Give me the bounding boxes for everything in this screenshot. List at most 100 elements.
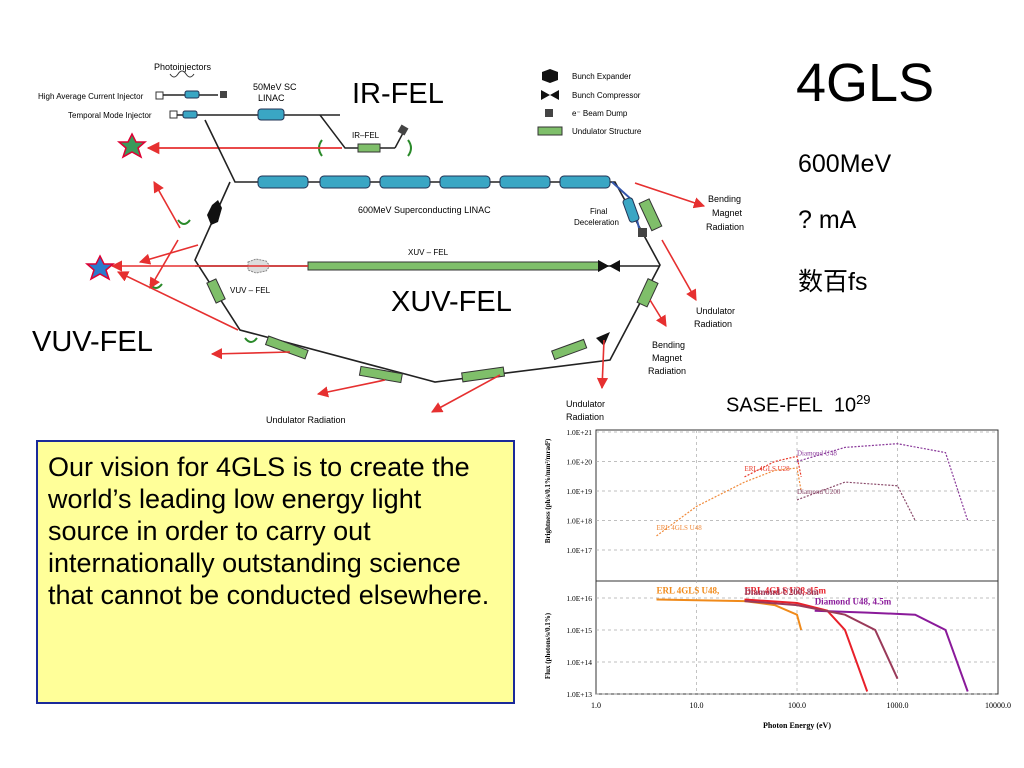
flux-panel: 1.0E+16 1.0E+15 1.0E+14 1.0E+13 Flux (photon… (544, 585, 998, 699)
sc-linac-label-1: 50MeV SC (253, 82, 297, 92)
main-linac-cavities (257, 175, 611, 189)
flux-series-line (656, 598, 803, 631)
brightness-y-tick-label: 1.0E+20 (566, 458, 592, 467)
xuv-fel-small-label: XUV – FEL (408, 248, 449, 257)
photoinjector-wave-icon (169, 70, 195, 78)
hac-cavity (184, 90, 200, 99)
sase-exponent: 29 (856, 392, 871, 407)
vuv-mirrors (149, 219, 258, 343)
brightness-series-line (796, 481, 916, 521)
bottom-undulator-1 (264, 335, 309, 360)
ir-dump-line (394, 132, 404, 149)
sase-note: SASE-FEL 1029 (726, 392, 871, 418)
undulator-bottom-right-label-1: Undulator (566, 399, 605, 409)
ir-fel-label: IR-FEL (352, 78, 444, 110)
bending-1-label-3: Radiation (706, 222, 744, 232)
x-axis-label: Photon Energy (eV) (763, 721, 831, 730)
sase-label: SASE-FEL (726, 394, 823, 417)
x-tick-label: 1000.0 (887, 701, 909, 710)
legend-item-0: Bunch Expander (572, 72, 631, 81)
bending-2-label-3: Radiation (648, 366, 686, 376)
xuv-fel-undulator (307, 261, 601, 271)
flux-series-label: ERL 4GLS U28, 15m (744, 585, 826, 595)
main-beam-dump-icon (638, 228, 647, 237)
vision-statement-box: Our vision for 4GLS is to create the wor… (36, 440, 515, 704)
final-deceleration-cavity (622, 197, 640, 223)
brightness-panel: 1.0E+21 1.0E+20 1.0E+19 1.0E+18 1.0E+17 Brigh… (544, 428, 998, 555)
undulator-bottom-label: Undulator Radiation (266, 415, 346, 425)
slide-title: 4GLS (796, 53, 935, 113)
legend-hexagon-icon (542, 69, 558, 83)
undulator-right-label-2: Radiation (694, 319, 732, 329)
tm-injector-box (169, 110, 178, 119)
ir-beam-dump-icon (397, 124, 409, 136)
hac-injector-box (155, 91, 164, 100)
flux-series-line (744, 600, 899, 680)
spec-pulse: 数百fs (798, 268, 868, 296)
main-linac-label: 600MeV Superconducting LINAC (358, 205, 491, 215)
brightness-y-axis-label: Brightness (ph/s/0.1%/mm²/mrad²) (544, 438, 552, 543)
right-arc-undulator-1 (638, 198, 663, 232)
flux-series-label: ERL 4GLS U48, (657, 585, 720, 595)
vuv-fel-label: VUV-FEL (32, 326, 153, 358)
legend: Bunch Expander Bunch Compressor e⁻ Beam … (537, 69, 642, 136)
accelerator-diagram: Photoinjectors High Average Current Inje… (38, 62, 744, 425)
vision-statement-text: Our vision for 4GLS is to create the wor… (48, 452, 490, 610)
xuv-fel-label: XUV-FEL (391, 286, 512, 318)
bending-2-label-2: Magnet (652, 353, 683, 363)
brightness-y-tick-label: 1.0E+21 (566, 428, 592, 437)
spec-energy: 600MeV (798, 150, 892, 178)
bottom-undulator-4 (551, 338, 588, 361)
hac-dump-icon (220, 91, 227, 98)
x-tick-label: 10.0 (690, 701, 704, 710)
brightness-series-line (656, 467, 802, 537)
bunch-expander-icon (207, 200, 222, 225)
brightness-series-label: ERL 4GLS U28 (744, 465, 790, 473)
x-tick-label: 100.0 (788, 701, 806, 710)
brightness-y-tick-label: 1.0E+17 (566, 546, 592, 555)
flux-y-tick-label: 1.0E+14 (566, 658, 592, 667)
spec-current: ? mA (798, 206, 857, 234)
final-decel-label-2: Deceleration (574, 218, 619, 227)
final-decel-label-1: Final (590, 207, 608, 216)
brightness-series-line (744, 455, 802, 478)
flux-y-tick-label: 1.0E+16 (566, 594, 592, 603)
flux-y-axis-label: Flux (photons/s/0.1%) (544, 612, 552, 679)
bottom-undulator-3 (461, 366, 506, 383)
brightness-series-label: ERL 4GLS U48 (657, 524, 703, 532)
brightness-series-label: Diamond U48 (797, 450, 837, 458)
legend-rectangle-icon (537, 126, 563, 136)
right-arc-undulator-2 (636, 278, 659, 308)
flux-y-tick-label: 1.0E+13 (566, 690, 592, 699)
ir-radiation-star-icon (116, 132, 148, 159)
ir-fel-small-label: IR–FEL (352, 131, 380, 140)
tm-injector-label: Temporal Mode Injector (68, 111, 152, 120)
flux-series-label: Diamond U200, 8m (744, 587, 819, 597)
flux-y-tick-label: 1.0E+15 (566, 626, 592, 635)
legend-item-2: e⁻ Beam Dump (572, 109, 628, 118)
undulator-right-label-1: Undulator (696, 306, 735, 316)
radiation-arrows (110, 181, 706, 413)
photoinjectors-label: Photoinjectors (154, 62, 212, 72)
tm-cavity (182, 110, 198, 119)
brightness-y-tick-label: 1.0E+18 (566, 517, 592, 526)
legend-item-3: Undulator Structure (572, 127, 642, 136)
hac-injector-label: High Average Current Injector (38, 92, 144, 101)
bending-1-label-1: Bending (708, 194, 741, 204)
legend-square-icon (545, 109, 553, 117)
flux-series-line (814, 609, 969, 692)
bending-1-label-2: Magnet (712, 208, 743, 218)
flux-series-label: Diamond U48, 4.5m (815, 597, 892, 607)
vuv-fel-small-label: VUV – FEL (230, 286, 271, 295)
bending-2-label-1: Bending (652, 340, 685, 350)
brightness-y-tick-label: 1.0E+19 (566, 487, 592, 496)
ring-bunch-compressor-icon (596, 332, 610, 346)
brightness-series-label: Diamond U200 (797, 488, 841, 496)
ir-fel-undulator (357, 143, 381, 153)
sc-linac-cavity (257, 108, 285, 121)
sc-linac-label-2: LINAC (258, 93, 285, 103)
sase-base: 10 (833, 394, 857, 417)
x-tick-label: 10000.0 (985, 701, 1011, 710)
